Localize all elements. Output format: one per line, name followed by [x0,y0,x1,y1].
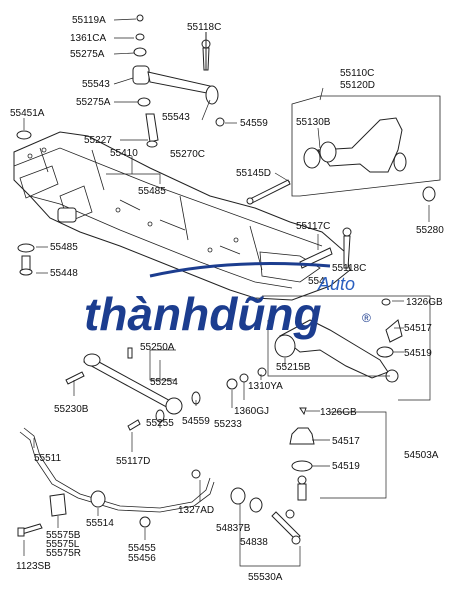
label-1326GB-bot: 1326GB [320,407,357,418]
label-55514: 55514 [86,518,114,529]
watermark-sub: Auto [317,274,355,294]
label-55117C: 55117C [296,221,330,232]
label-54519-top: 54519 [404,348,432,359]
label-55145D: 55145D [236,168,271,179]
label-55448: 55448 [50,268,78,279]
label-1326GB-top: 1326GB [406,297,443,308]
watermark-main: thànhdũng [84,288,322,340]
label-55575L: 55575L [46,539,80,550]
label-55485-left: 55485 [50,242,78,253]
label-55270C: 55270C [170,149,205,160]
registered-mark: ® [362,311,371,325]
label-55575R: 55575R [46,548,81,559]
label-55275A: 55275A [70,49,105,60]
label-55530A: 55530A [248,572,283,583]
label-54837B: 54837B [216,523,251,534]
label-54517-top: 54517 [404,323,432,334]
label-55254: 55254 [150,377,178,388]
subframe-crossmember [13,131,351,301]
label-54503A: 54503A [404,450,439,461]
label-1310YA: 1310YA [248,381,283,392]
label-55543-left: 55543 [82,79,110,90]
lower-control-arm [262,295,431,401]
label-55275A-lower: 55275A [76,97,111,108]
left-fasteners [16,130,35,276]
label-55227: 55227 [84,135,112,146]
label-55511: 55511 [34,453,62,464]
upper-link-assembly [132,14,225,148]
label-1327AD: 1327AD [178,505,214,516]
label-55130B: 55130B [296,117,331,128]
label-55118C-top: 55118C [187,22,221,33]
label-55543-right: 55543 [162,112,190,123]
label-55575B: 55575B [46,530,81,541]
label-55215B: 55215B [276,362,311,373]
label-55119A: 55119A [72,15,106,26]
label-1360GJ: 1360GJ [234,406,269,417]
label-55110C: 55110C [340,68,374,79]
part-labels: 55119A 1361CA 55275A 55543 55275A 55118C… [10,15,444,583]
label-55118C-mid: 55118C [332,263,366,274]
ball-joint-kit [289,407,387,501]
label-55451A: 55451A [10,108,45,119]
lateral-link [65,347,267,431]
label-55117D: 55117D [116,456,150,467]
leader-lines [23,18,430,556]
label-55410: 55410 [110,148,138,159]
label-55120D: 55120D [340,80,375,91]
stabilizer-bar [17,427,215,537]
label-55485-top: 55485 [138,186,166,197]
stabilizer-link [230,487,301,567]
label-55230B: 55230B [54,404,89,415]
label-55233: 55233 [214,419,242,430]
label-55255: 55255 [146,418,174,429]
label-554-mid: 554 [308,276,325,287]
label-1123SB: 1123SB [16,561,51,572]
label-54559-top: 54559 [240,118,268,129]
upper-control-arm [246,95,441,205]
label-54519-bot: 54519 [332,461,360,472]
watermark-logo: Auto thànhdũng ® [84,262,371,340]
label-1361CA: 1361CA [70,33,106,44]
label-55456: 55456 [128,553,156,564]
label-55280: 55280 [416,225,444,236]
label-54559-mid: 54559 [182,416,210,427]
label-54838: 54838 [240,537,268,548]
label-54517-bot: 54517 [332,436,360,447]
label-55455: 55455 [128,543,156,554]
label-55250A: 55250A [140,342,175,353]
